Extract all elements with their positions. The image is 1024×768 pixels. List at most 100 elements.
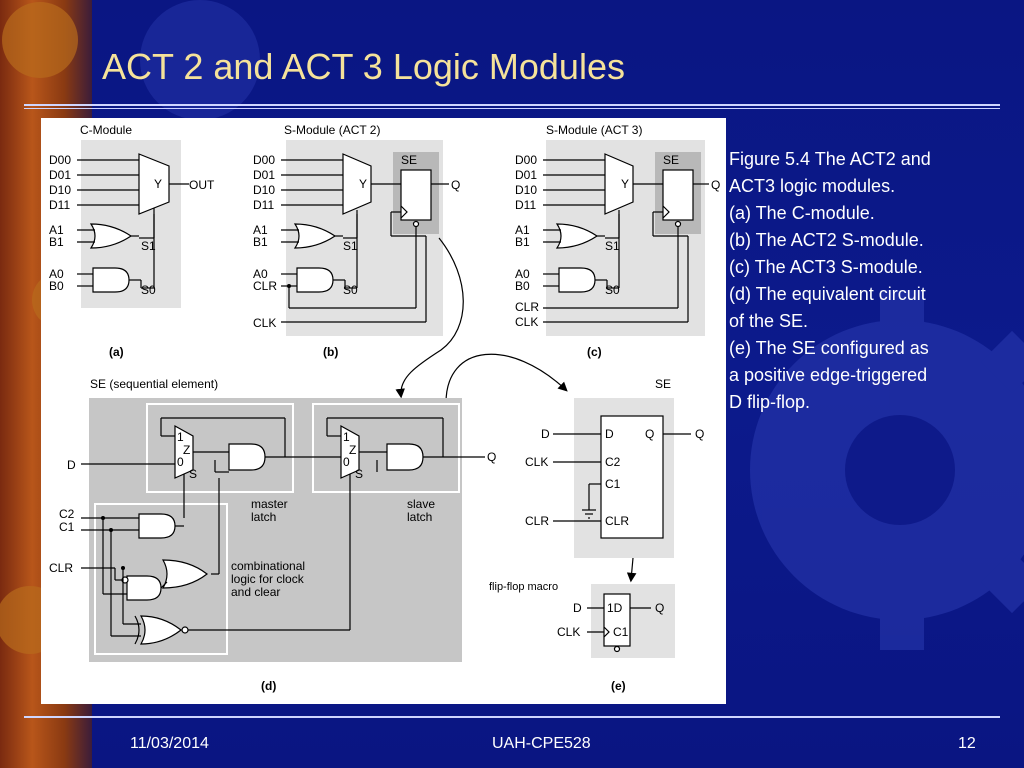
c-input-b1: B1 [49, 235, 64, 249]
se-flip-flop-config: SE [489, 377, 704, 693]
c-input-b0: B0 [49, 279, 64, 293]
s2-title: S-Module (ACT 2) [284, 123, 380, 137]
macro-output-q: Q [655, 601, 664, 615]
c-input-d01: D01 [49, 168, 71, 182]
se-master-mux-z: Z [183, 443, 190, 457]
title-rule [24, 104, 1000, 106]
macro-input-d: D [573, 601, 582, 615]
caption-line: a positive edge-triggered [729, 365, 928, 385]
s2-se: SE [401, 153, 417, 167]
s2-input-a1: A1 [253, 223, 268, 237]
se-config-input-clk: CLK [525, 455, 548, 469]
se-input-c2: C2 [59, 507, 75, 521]
se-master-mux-0: 0 [177, 455, 184, 469]
macro-pin-c1: C1 [613, 625, 629, 639]
flow-arrows [395, 237, 637, 583]
se-slave-mux-1: 1 [343, 430, 350, 444]
s-module-act3: S-Module (ACT 3) D00 D01 D10 D11 [515, 123, 720, 359]
se-comb-label-1: combinational [231, 559, 305, 573]
se-slave-mux-z: Z [349, 443, 356, 457]
caption-line: of the SE. [729, 311, 809, 331]
macro-pin-d: 1D [607, 601, 623, 615]
se-master-label-2: latch [251, 510, 276, 524]
s3-input-b0: B0 [515, 279, 530, 293]
s3-input-clr: CLR [515, 300, 539, 314]
c-out: OUT [189, 178, 215, 192]
se-comb-label-3: and clear [231, 585, 280, 599]
c-s0: S0 [141, 283, 156, 297]
c-s1: S1 [141, 239, 156, 253]
se-equivalent-circuit: SE (sequential element) [49, 377, 496, 693]
se-config-pin-q: Q [645, 427, 654, 441]
s-module-act2: S-Module (ACT 2) D00 D01 D10 D11 [253, 123, 460, 359]
s2-input-d01: D01 [253, 168, 275, 182]
caption-line: Figure 5.4 The ACT2 and [729, 149, 931, 169]
se-slave-label-1: slave [407, 497, 435, 511]
slide-title: ACT 2 and ACT 3 Logic Modules [102, 46, 625, 87]
s3-input-a0: A0 [515, 267, 530, 281]
se-tag: (d) [261, 679, 276, 693]
footer-rule [24, 716, 1000, 718]
s3-mux-y: Y [621, 177, 629, 191]
caption-line: (b) The ACT2 S-module. [729, 230, 924, 250]
caption-line: D flip-flop. [729, 392, 811, 412]
se-config-tag: (e) [611, 679, 626, 693]
macro-input-clk: CLK [557, 625, 580, 639]
caption-line: ACT3 logic modules. [729, 176, 896, 196]
s2-input-d11: D11 [253, 198, 274, 212]
c-mux-y: Y [154, 177, 162, 191]
se-config-input-clr: CLR [525, 514, 549, 528]
se-master-mux-s: S [189, 467, 197, 481]
c-input-a0: A0 [49, 267, 64, 281]
s3-input-b1: B1 [515, 235, 530, 249]
s2-mux-y: Y [359, 177, 367, 191]
se-config-title: SE [655, 377, 671, 391]
c-module: C-Module D00 D01 D10 D11 [49, 123, 215, 359]
caption-line: (d) The equivalent circuit [729, 284, 926, 304]
s2-input-b1: B1 [253, 235, 268, 249]
s3-input-d10: D10 [515, 183, 537, 197]
s2-input-a0: A0 [253, 267, 268, 281]
macro-title: flip-flop macro [489, 581, 558, 593]
caption-line: (e) The SE configured as [729, 338, 929, 358]
se-config-input-d: D [541, 427, 550, 441]
se-slave-mux-s: S [355, 467, 363, 481]
figure-panel: C-Module D00 D01 D10 D11 [41, 118, 726, 704]
s3-s0: S0 [605, 283, 620, 297]
se-comb-label-2: logic for clock [231, 572, 305, 586]
c-tag: (a) [109, 345, 124, 359]
se-title: SE (sequential element) [90, 377, 218, 391]
s3-input-d00: D00 [515, 153, 537, 167]
s3-q: Q [711, 178, 720, 192]
c-input-d11: D11 [49, 198, 70, 212]
s2-input-d10: D10 [253, 183, 275, 197]
se-config-pin-c2: C2 [605, 455, 621, 469]
s3-input-d11: D11 [515, 198, 536, 212]
footer-page-number: 12 [958, 735, 976, 752]
se-input-d: D [67, 458, 76, 472]
se-slave-label-2: latch [407, 510, 432, 524]
s3-input-d01: D01 [515, 168, 537, 182]
s3-title: S-Module (ACT 3) [546, 123, 642, 137]
s3-se: SE [663, 153, 679, 167]
s3-input-a1: A1 [515, 223, 530, 237]
s2-input-clr: CLR [253, 279, 277, 293]
se-config-pin-d: D [605, 427, 614, 441]
title-rule-thin [24, 108, 1000, 109]
s2-input-clk: CLK [253, 316, 276, 330]
s3-input-clk: CLK [515, 315, 538, 329]
footer-course: UAH-CPE528 [492, 735, 591, 752]
c-input-a1: A1 [49, 223, 64, 237]
caption-line: (a) The C-module. [729, 203, 875, 223]
se-master-mux-1: 1 [177, 430, 184, 444]
c-input-d10: D10 [49, 183, 71, 197]
caption-line: (c) The ACT3 S-module. [729, 257, 923, 277]
se-master-label-1: master [251, 497, 288, 511]
logic-module-diagram: C-Module D00 D01 D10 D11 [49, 123, 720, 693]
se-output-q: Q [487, 450, 496, 464]
se-slave-mux-0: 0 [343, 455, 350, 469]
c-module-title: C-Module [80, 123, 132, 137]
figure-caption: Figure 5.4 The ACT2 and ACT3 logic modul… [729, 146, 1004, 416]
